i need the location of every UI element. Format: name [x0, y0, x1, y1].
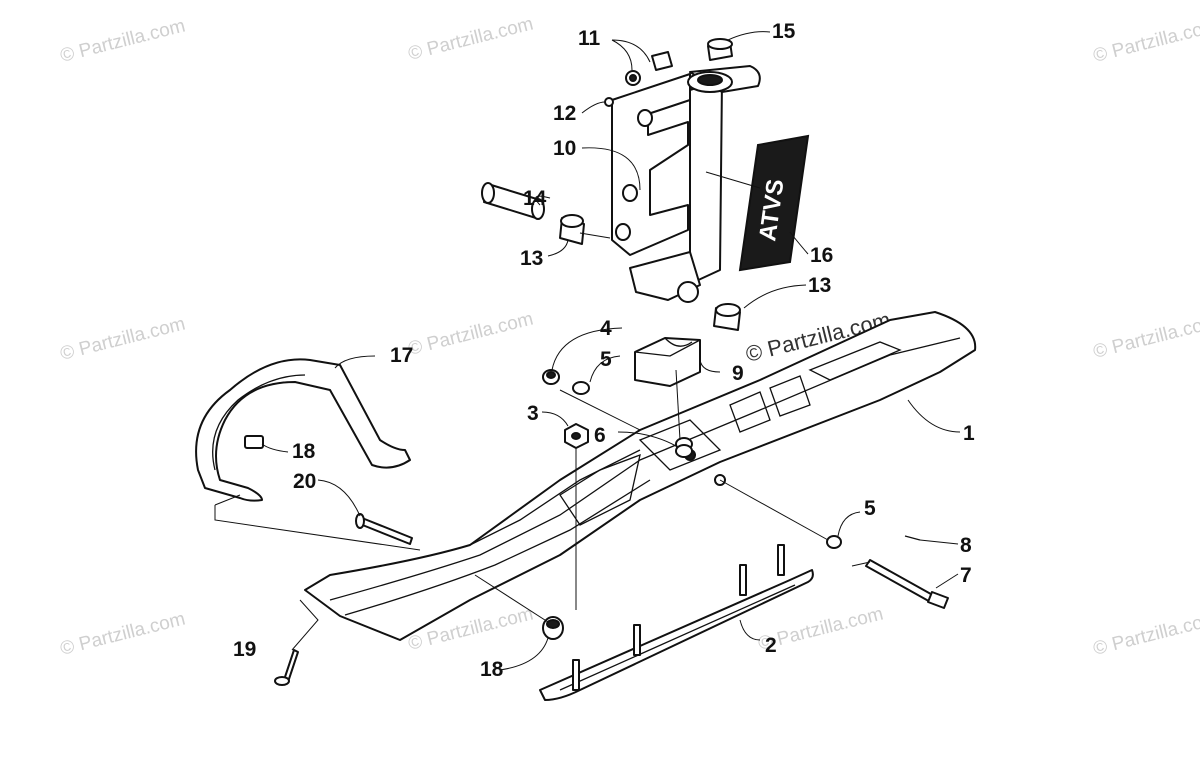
- callout-7: 7: [960, 564, 972, 587]
- callout-12: 12: [553, 102, 576, 125]
- callout-13-right: 13: [808, 274, 831, 297]
- part-14-pin: [481, 182, 545, 220]
- part-3-nut: [564, 423, 589, 449]
- part-11-washers: [625, 51, 673, 86]
- callout-1: 1: [963, 422, 975, 445]
- part-15-cap: [707, 38, 733, 61]
- callout-9: 9: [732, 362, 744, 385]
- callout-5-lower: 5: [864, 497, 876, 520]
- callout-20: 20: [293, 470, 316, 493]
- part-8-cotter-pin: [904, 535, 921, 541]
- watermark: © Partzilla.com: [58, 16, 187, 67]
- callout-11: 11: [578, 27, 601, 50]
- part-13-bushing-right: [713, 303, 741, 331]
- callout-3: 3: [527, 402, 539, 425]
- callout-18-upper: 18: [292, 440, 316, 463]
- leader-lines: [214, 31, 961, 671]
- callout-13-left: 13: [520, 247, 543, 270]
- callout-2: 2: [765, 634, 777, 657]
- part-18-plug-upper: [244, 435, 264, 449]
- part-18-nut-lower: [542, 616, 564, 640]
- watermark: © Partzilla.com: [1091, 16, 1200, 67]
- callout-5-upper: 5: [600, 348, 612, 371]
- part-13-bushing-left: [559, 214, 585, 245]
- part-12-fitting: [604, 97, 614, 107]
- part-2-wear-bar: [539, 544, 814, 701]
- part-16-decal: ATVS: [738, 134, 810, 272]
- part-20-screw: [355, 513, 413, 545]
- part-5-washer-lower: [826, 535, 842, 549]
- watermark: © Partzilla.com: [58, 609, 187, 660]
- watermark: © Partzilla.com: [1091, 312, 1200, 363]
- callout-15: 15: [772, 20, 796, 43]
- part-4-washer: [542, 369, 560, 385]
- part-17-handle: [195, 358, 411, 502]
- part-19-bolt: [274, 649, 299, 686]
- callout-4: 4: [600, 317, 612, 340]
- spindle-assembly: [611, 65, 761, 303]
- watermark: © Partzilla.com: [406, 14, 535, 65]
- callout-6: 6: [594, 424, 606, 447]
- watermark: © Partzilla.com: [58, 314, 187, 365]
- callout-10: 10: [553, 137, 576, 160]
- callout-19: 19: [233, 638, 256, 661]
- watermark: © Partzilla.com: [406, 309, 535, 360]
- watermark: © Partzilla.com: [1091, 609, 1200, 660]
- part-5-washer-upper: [572, 381, 590, 395]
- callout-8: 8: [960, 534, 972, 557]
- part-7-bolt: [865, 559, 949, 609]
- callout-16: 16: [810, 244, 833, 267]
- callout-labels: 11 15 12 10 14 13 16 13 4 5 9 3 6 1 5 8 …: [233, 20, 975, 681]
- callout-18-lower: 18: [480, 658, 504, 681]
- callout-14: 14: [523, 187, 547, 210]
- part-6-bushing: [675, 437, 693, 458]
- callout-17: 17: [390, 344, 413, 367]
- part-9-block: [634, 337, 701, 387]
